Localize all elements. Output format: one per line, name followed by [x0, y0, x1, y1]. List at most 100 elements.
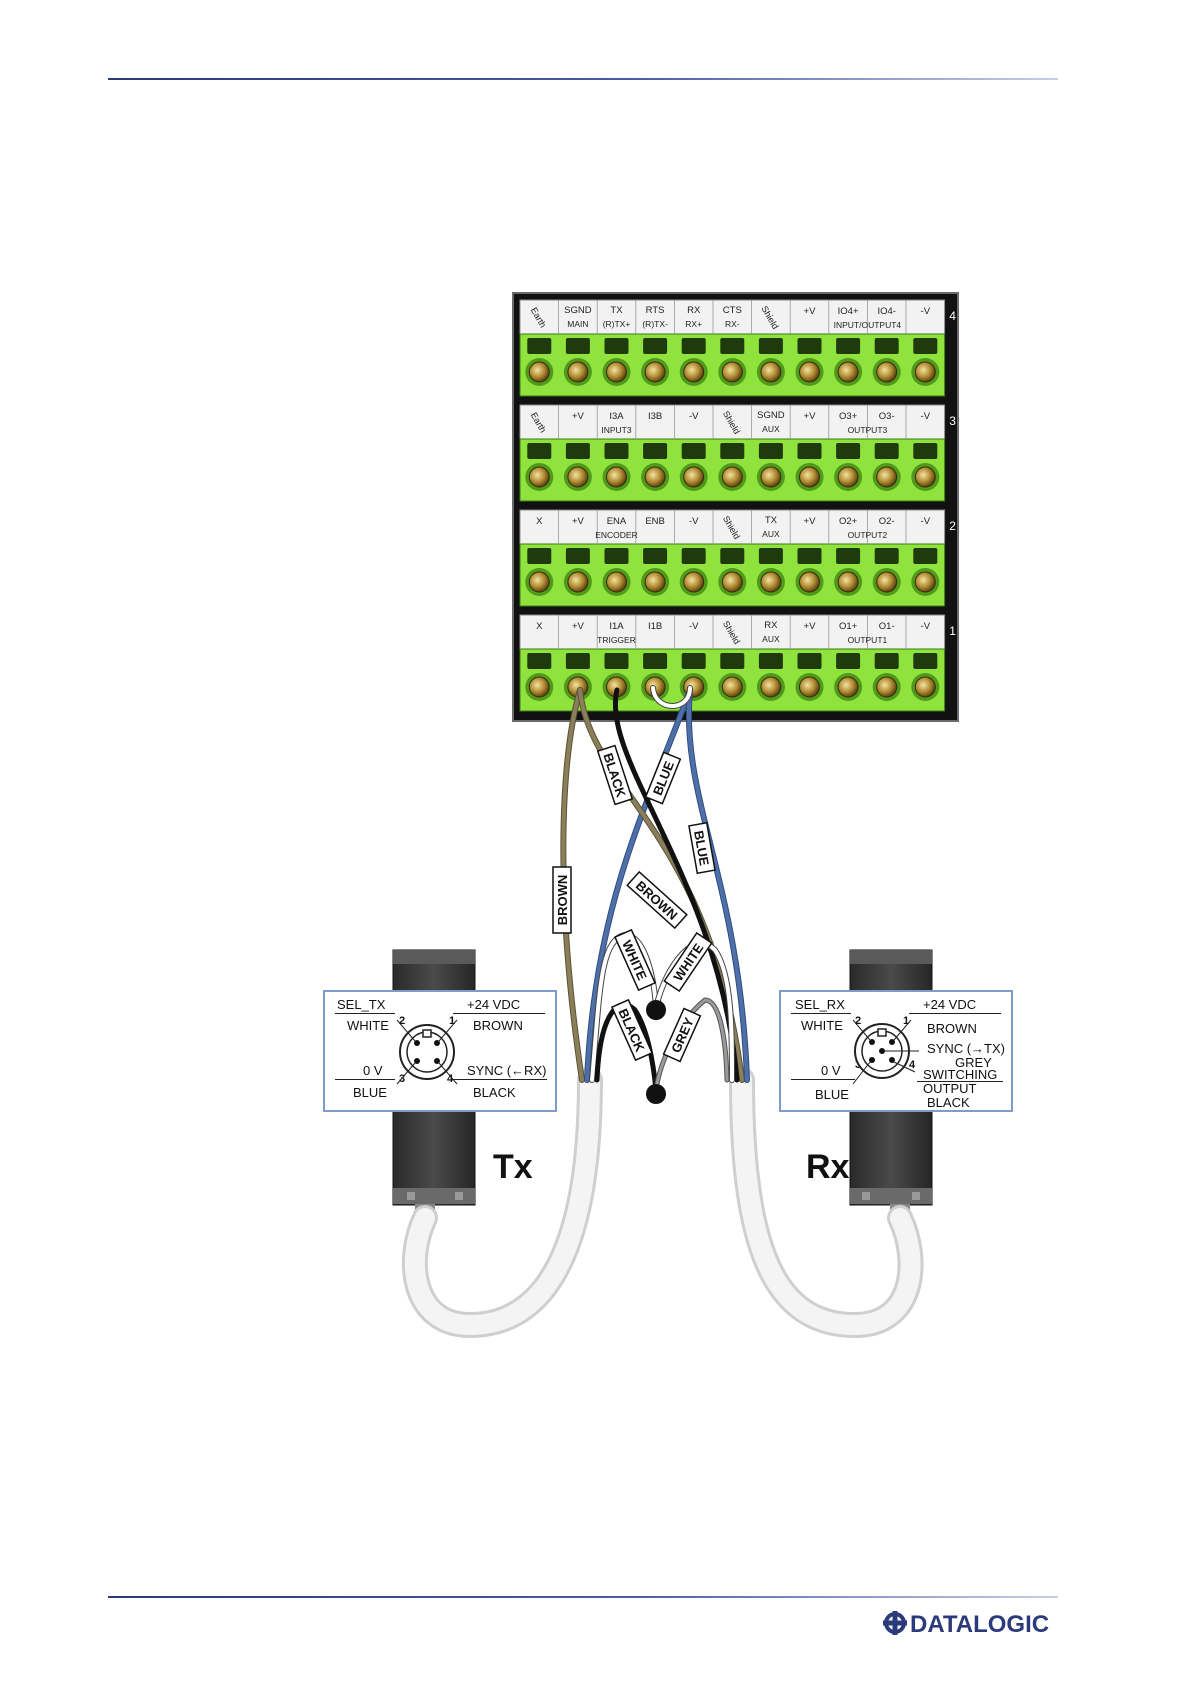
terminal-wire-slot [527, 653, 552, 669]
header-rule [108, 78, 1058, 80]
rx-pin3-color: BLUE [815, 1087, 849, 1102]
wire-tag-box [644, 751, 682, 805]
rx-pin-number-4: 4 [909, 1059, 916, 1071]
tx-pin4-color: BLACK [473, 1085, 516, 1100]
rx-sensor-screw [912, 1192, 920, 1200]
terminal-wire-slot [527, 443, 552, 459]
terminal-screw-icon [567, 361, 589, 383]
terminal-screw-icon [914, 361, 936, 383]
wire-brown-tx-core [561, 688, 584, 1082]
terminal-label-top: O1+ [839, 621, 858, 632]
terminal-wire-slot [643, 653, 668, 669]
terminal-wire-slot [836, 653, 861, 669]
terminal-screw-icon [760, 571, 782, 593]
terminal-screw-icon [644, 466, 666, 488]
terminal-wire-slot [681, 653, 706, 669]
rx-pin-number-1: 1 [903, 1015, 910, 1027]
terminal-label-top: -V [921, 621, 931, 632]
terminal-wire-slot [874, 338, 899, 354]
tx-sensor-cap-top [393, 950, 475, 964]
junction-dot-black [646, 1084, 666, 1104]
terminal-wire-slot [758, 338, 783, 354]
terminal-screw-icon [721, 571, 743, 593]
terminal-label-top: O1- [879, 621, 895, 632]
terminal-label-top: +V [804, 411, 817, 422]
terminal-screw-icon [683, 466, 705, 488]
tx-sensor-screw [407, 1192, 415, 1200]
terminal-screw-icon [606, 361, 627, 383]
terminal-group-left: ENCODER [595, 530, 638, 540]
terminal-screw-icon [760, 466, 782, 488]
terminal-label-strip [519, 404, 946, 440]
terminal-label-bottom: MAIN [567, 319, 588, 329]
terminal-label-top: CTS [723, 305, 742, 316]
terminal-screw-icon [799, 466, 820, 488]
tx-pin2-signal: SEL_TX [337, 997, 386, 1012]
terminal-label-top: O3- [879, 411, 895, 422]
tx-connector-face [396, 1019, 458, 1085]
terminal-label-bottom: (R)TX+ [603, 319, 631, 329]
terminal-screw-icon [528, 571, 550, 593]
terminal-wire-slot [836, 548, 861, 564]
terminal-label-strip [519, 509, 946, 545]
rx-pinout-box: SEL_RX +24 VDC WHITE BROWN 2 1 5 3 4 SYN… [779, 990, 1013, 1112]
terminal-screw-icon [837, 571, 859, 593]
rx-connector-face [852, 1019, 919, 1085]
rx-pin4-signal2: OUTPUT [923, 1081, 977, 1096]
tx-pin2-underline [335, 1013, 395, 1014]
wire-brown-rx-core [578, 688, 744, 1082]
terminal-screw-icon [528, 676, 550, 698]
terminal-wire-slot [681, 338, 706, 354]
wire-black-rx [613, 687, 740, 1083]
terminal-wire-slot [604, 443, 629, 459]
terminal-label-top: RX [764, 620, 778, 631]
tx-pin-number-3: 3 [399, 1073, 406, 1085]
rx-sensor-cap-top [850, 950, 932, 964]
wire-tag-box [552, 866, 572, 934]
terminal-wire-slot [758, 653, 783, 669]
terminal-label-top: I1A [609, 621, 624, 632]
terminal-wire-slot [913, 548, 938, 564]
terminal-wire-slot [874, 443, 899, 459]
wire-tag-blue-right: BLUE [688, 821, 716, 875]
tx-pin-number-4: 4 [447, 1073, 454, 1085]
wires [560, 685, 750, 1093]
terminal-group-right: OUTPUT1 [848, 635, 888, 645]
rx-cable-sheath-inner [732, 1070, 921, 1336]
rx-pin3-underline [791, 1079, 855, 1080]
terminal-screw-icon [721, 361, 743, 383]
terminal-label-top: +V [804, 516, 817, 527]
terminal-label-top: I3B [648, 411, 662, 422]
wire-tag-box [662, 1007, 702, 1063]
terminal-label-top: X [536, 516, 543, 527]
terminal-screw-icon [683, 361, 705, 383]
terminal-wire-slot [527, 338, 552, 354]
terminal-group-right: OUTPUT3 [848, 425, 888, 435]
terminal-label-bottom: RX+ [685, 319, 702, 329]
terminal-wire-slot [797, 338, 822, 354]
wire-tag-box [626, 870, 688, 930]
wire-black-tx [594, 1002, 659, 1093]
terminal-label-top: SGND [564, 305, 592, 316]
wire-tag-blue-top: BLUE [644, 751, 682, 805]
terminal-label-top: I1B [648, 621, 662, 632]
terminal-wire-slot [797, 548, 822, 564]
terminal-label-top: IO4- [877, 306, 895, 317]
terminal-wire-slot [913, 443, 938, 459]
rx-pin4-underline [917, 1081, 1003, 1082]
tx-pin1-color: BROWN [473, 1018, 523, 1033]
terminal-label-top: +V [572, 516, 585, 527]
terminal-label-top: +V [804, 306, 817, 317]
terminal-label-top: -V [689, 516, 699, 527]
terminal-group-left: INPUT3 [601, 425, 632, 435]
terminal-label-top: O2+ [839, 516, 858, 527]
tx-pin-number-1: 1 [449, 1015, 456, 1027]
terminal-wire-slot [565, 338, 590, 354]
terminal-label-top: ENB [645, 516, 665, 527]
terminal-label-bottom: RX- [725, 319, 740, 329]
wire-tag-text: BLUE [691, 829, 712, 867]
wire-tag-box [610, 998, 654, 1062]
